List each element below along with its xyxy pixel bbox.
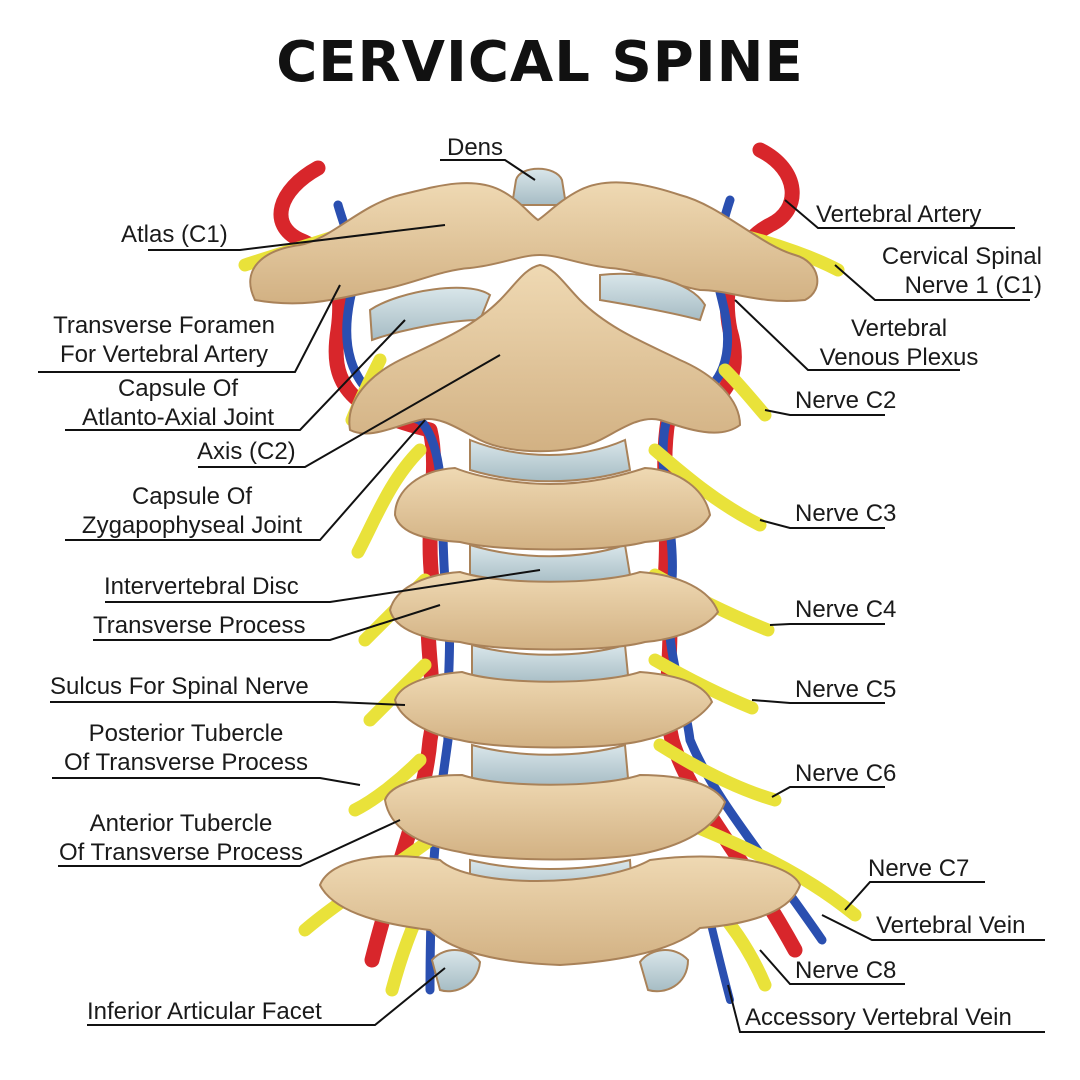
dens	[510, 167, 568, 206]
label-transverse-process: Transverse Process	[93, 612, 306, 639]
label-nerve-c7: Nerve C7	[868, 855, 970, 882]
leader-inferior-articular-facet	[87, 967, 446, 1026]
leader-capsule-zygapophyseal	[65, 419, 426, 541]
leader-nerve-c4	[769, 623, 885, 626]
nerve-c3-left	[351, 443, 427, 559]
label-transverse-foramen-line2: For Vertebral Artery	[59, 341, 269, 368]
label-vertebral-venous-plexus: Vertebral Venous Plexus	[802, 314, 996, 372]
leader-posterior-tubercle	[52, 777, 361, 786]
label-nerve-c2: Nerve C2	[795, 387, 897, 414]
label-transverse-foramen: Transverse Foramen For Vertebral Artery	[30, 311, 298, 369]
label-nerve-c6: Nerve C6	[795, 760, 897, 787]
label-atlas: Atlas (C1)	[121, 221, 228, 248]
label-dens: Dens	[446, 134, 504, 161]
label-anterior-tubercle: Anterior Tubercle Of Transverse Process	[50, 809, 312, 867]
label-vertebral-venous-plexus-line2: Venous Plexus	[819, 344, 979, 371]
vertebra-c6	[383, 773, 727, 861]
label-anterior-tubercle-line2: Of Transverse Process	[58, 839, 304, 866]
nerve-c5-right	[648, 653, 759, 715]
leader-nerve-c7	[844, 881, 985, 911]
capsule-atlanto-axial-right	[599, 272, 707, 322]
label-vertebral-artery: Vertebral Artery	[816, 201, 982, 228]
label-capsule-atlanto-axial-line1: Capsule Of	[117, 375, 239, 402]
capsule-atlanto-axial-left	[368, 286, 492, 342]
axis-c2	[348, 263, 742, 453]
label-sulcus-spinal-nerve: Sulcus For Spinal Nerve	[50, 673, 309, 700]
leader-vertebral-artery	[784, 199, 1015, 229]
label-cervical-spinal-nerve-line1: Cervical Spinal	[881, 243, 1042, 270]
label-posterior-tubercle-line1: Posterior Tubercle	[88, 720, 284, 747]
label-axis: Axis (C2)	[197, 438, 296, 465]
label-capsule-zygapophyseal-line1: Capsule Of	[131, 483, 253, 510]
leader-vertebral-vein	[821, 914, 1045, 941]
label-vertebral-vein: Vertebral Vein	[876, 912, 1026, 939]
nerve-c5-left	[363, 658, 432, 727]
leader-dens	[440, 159, 536, 181]
label-nerve-c8: Nerve C8	[795, 957, 897, 984]
nerve-c6-left	[348, 753, 427, 817]
label-accessory-vertebral-vein: Accessory Vertebral Vein	[745, 1004, 1012, 1031]
intervertebral-disc-c2-c3	[469, 438, 632, 483]
label-cervical-spinal-nerve-line2: Nerve 1 (C1)	[904, 272, 1042, 299]
label-capsule-atlanto-axial-line2: Atlanto-Axial Joint	[81, 404, 275, 431]
leader-lines	[38, 159, 1045, 1033]
nerve-c6-right	[653, 738, 782, 807]
label-nerve-c5: Nerve C5	[795, 676, 897, 703]
leader-nerve-c2	[764, 409, 885, 416]
intervertebral-disc-c5-c6	[471, 743, 630, 788]
label-capsule-zygapophyseal-line2: Zygapophyseal Joint	[81, 512, 303, 539]
leader-nerve-c3	[759, 519, 885, 529]
vertebrae	[249, 167, 819, 993]
label-posterior-tubercle: Posterior Tubercle Of Transverse Process	[45, 719, 327, 777]
vertebra-c3	[393, 466, 712, 551]
label-vertebral-venous-plexus-line1: Vertebral	[850, 315, 948, 342]
leader-intervertebral-disc	[105, 569, 541, 603]
leader-axis	[198, 354, 501, 468]
inferior-articular-facet-right	[638, 949, 690, 993]
leader-anterior-tubercle	[58, 819, 401, 867]
vertebra-c5	[393, 670, 714, 749]
page-title: CERVICAL SPINE	[276, 30, 804, 95]
label-transverse-foramen-line1: Transverse Foramen	[53, 312, 275, 339]
nerve-c3-right	[648, 443, 767, 532]
label-nerve-c4: Nerve C4	[795, 596, 897, 623]
leader-atlas	[148, 224, 446, 251]
leader-nerve-c5	[751, 699, 885, 704]
label-anterior-tubercle-line1: Anterior Tubercle	[89, 810, 273, 837]
label-posterior-tubercle-line2: Of Transverse Process	[63, 749, 309, 776]
leader-transverse-foramen	[38, 284, 341, 373]
atlas-c1	[249, 181, 819, 305]
leader-cervical-spinal-nerve	[834, 264, 1030, 301]
label-inferior-articular-facet: Inferior Articular Facet	[87, 998, 322, 1025]
leader-vertebral-venous-plexus	[734, 299, 960, 371]
label-capsule-zygapophyseal: Capsule Of Zygapophyseal Joint	[58, 482, 326, 540]
inferior-articular-facet-left	[430, 949, 482, 993]
leader-transverse-process	[93, 604, 441, 641]
vertebra-c7	[318, 855, 802, 967]
leader-sulcus-spinal-nerve	[50, 701, 406, 706]
leader-capsule-atlanto-axial	[65, 319, 406, 431]
label-cervical-spinal-nerve: Cervical Spinal Nerve 1 (C1)	[840, 242, 1042, 300]
label-intervertebral-disc: Intervertebral Disc	[104, 573, 299, 600]
nerve-c2-right	[718, 363, 772, 422]
leader-nerve-c6	[771, 786, 885, 798]
leader-accessory-vertebral-vein	[727, 984, 1045, 1033]
label-capsule-atlanto-axial: Capsule Of Atlanto-Axial Joint	[58, 374, 298, 432]
vertebra-c4	[388, 570, 720, 651]
leader-nerve-c8	[759, 949, 905, 985]
label-nerve-c3: Nerve C3	[795, 500, 897, 527]
